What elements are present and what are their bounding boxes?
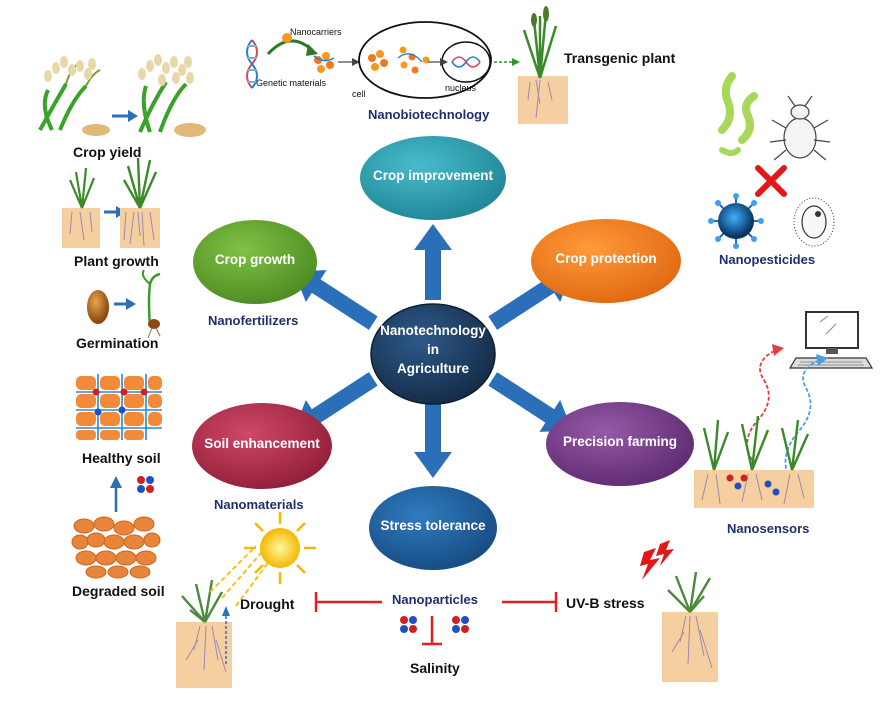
center-oval [370, 303, 496, 405]
cell-outline [358, 21, 492, 99]
label-transgenic-plant: Transgenic plant [564, 50, 676, 66]
germination-illustration [87, 269, 161, 339]
crop-improvement-oval [360, 136, 506, 220]
healthy-soil-illustration [76, 374, 162, 440]
fungus-icon [793, 197, 835, 247]
label-plant-growth: Plant growth [74, 253, 159, 269]
label-nanofertilizers: Nanofertilizers [208, 313, 299, 328]
nanoparticle-icon [92, 388, 148, 416]
sensor-field-illustration [694, 415, 814, 508]
label-germination: Germination [76, 335, 159, 351]
label-nanosensors: Nanosensors [727, 521, 810, 536]
arrow-to-stress-tolerance [414, 402, 452, 478]
label-cell: cell [352, 89, 366, 99]
label-nanopesticides: Nanopesticides [719, 252, 816, 267]
nanocarrier-cluster-icon [313, 52, 335, 73]
transgenic-plant-icon [518, 6, 568, 124]
node-crop-growth: Crop growth [214, 252, 296, 267]
precision-farming-oval [546, 402, 694, 486]
label-nanobiotechnology: Nanobiotechnology [368, 107, 490, 122]
label-degraded-soil: Degraded soil [72, 583, 165, 599]
nanocarrier-in-cell-icon [368, 46, 430, 74]
center-label-line2: in [427, 342, 439, 357]
soil-enhancement-oval [192, 403, 332, 489]
node-soil-enhancement: Soil enhancement [204, 436, 320, 451]
nanoparticle-icon [400, 616, 417, 633]
nanopesticides-illustration [708, 72, 835, 249]
stress-tolerance-oval [369, 486, 497, 570]
insect-icon [769, 95, 831, 161]
label-uvb-stress: UV-B stress [566, 595, 645, 611]
lightning-icon [640, 540, 674, 580]
label-crop-yield: Crop yield [73, 144, 142, 160]
label-salinity: Salinity [410, 660, 460, 676]
curved-arrow-icon [266, 39, 314, 56]
label-nucleus: nucleus [445, 83, 477, 93]
bacteria-icon [718, 72, 758, 156]
crop-yield-illustration [38, 54, 206, 137]
uvb-plant-illustration [662, 571, 718, 682]
node-stress-tolerance: Stress tolerance [380, 518, 486, 533]
label-drought: Drought [240, 596, 295, 612]
node-precision-farming: Precision farming [562, 434, 678, 449]
nanobiotechnology-illustration [246, 6, 568, 124]
label-healthy-soil: Healthy soil [82, 450, 161, 466]
label-nanocarriers: Nanocarriers [290, 27, 342, 37]
crop-growth-oval [193, 220, 317, 304]
arrow-to-crop-improvement [414, 224, 452, 300]
dna-in-nucleus-icon [451, 56, 481, 68]
label-nanoparticles: Nanoparticles [392, 592, 478, 607]
nanoparticle-icon [452, 616, 469, 633]
label-nanomaterials: Nanomaterials [214, 497, 304, 512]
signal-waves-icon [746, 344, 828, 481]
sun-icon [244, 512, 316, 584]
cross-icon [755, 165, 787, 197]
nanoparticle-icon [137, 476, 154, 493]
label-genetic-materials: Genetic materials [256, 78, 327, 88]
nanoparticle-icon [726, 474, 780, 496]
crop-protection-oval [531, 219, 681, 303]
dna-icon [246, 39, 258, 89]
virus-icon [708, 193, 764, 249]
center-label-line1: Nanotechnology [380, 323, 486, 338]
drought-plant-illustration [176, 545, 271, 688]
center-label: Nanotechnology in Agriculture [371, 321, 495, 378]
plant-growth-illustration [62, 157, 160, 248]
computer-icon [788, 311, 874, 369]
center-label-line3: Agriculture [396, 361, 469, 376]
node-crop-protection: Crop protection [555, 251, 657, 266]
degraded-soil-illustration [71, 516, 161, 579]
nanocarrier-icon [282, 33, 292, 43]
node-crop-improvement: Crop improvement [372, 168, 494, 183]
inhibition-lines [314, 592, 558, 646]
